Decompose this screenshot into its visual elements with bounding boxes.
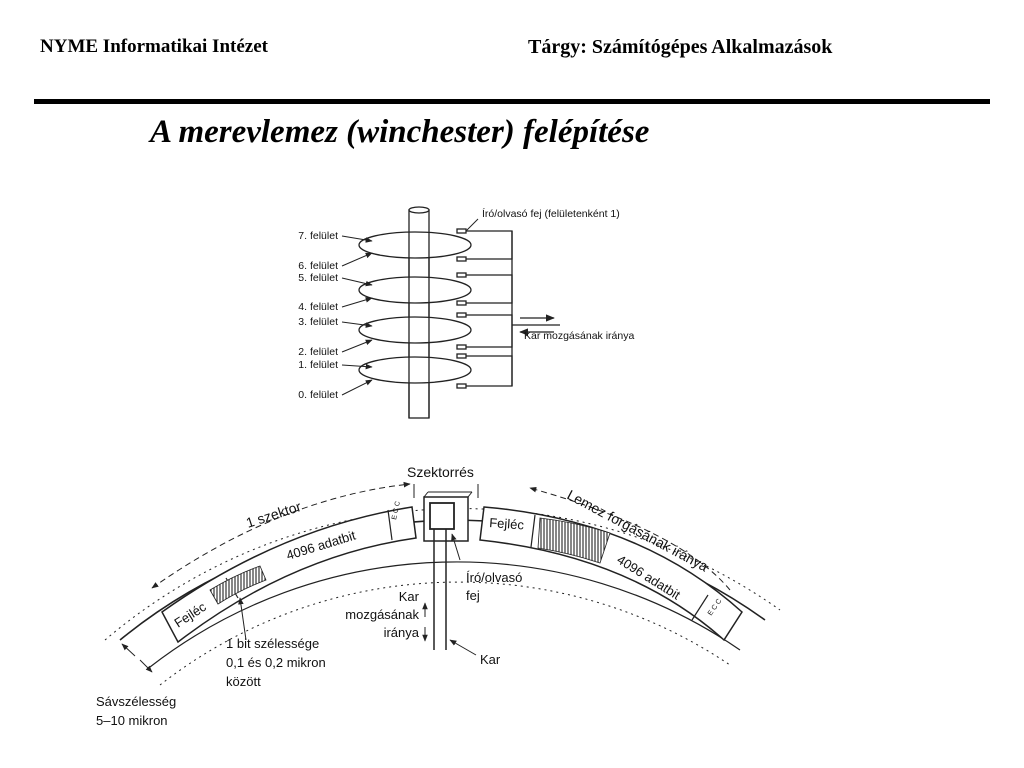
track-width-label-1: Sávszélesség [96,694,176,709]
platter [358,231,472,259]
surface-label: 2. felület [298,346,338,358]
head-label: Író/olvasó fej (felületenként 1) [482,207,620,220]
sector-right-hatch [537,517,611,564]
arm-move-label-3: iránya [384,625,420,640]
track-width-label-2: 5–10 mikron [96,713,168,728]
slide-title: A merevlemez (winchester) felépítése [150,114,650,150]
platter [358,316,472,344]
spindle-top [408,206,430,214]
surface-leaders [341,218,479,396]
rotation-arrow [529,487,731,591]
arm-direction-label: Kar mozgásának iránya [524,330,634,342]
surface-label: 5. felület [298,272,338,284]
surface-label: 1. felület [298,359,338,371]
header-right-label: Fejléc [489,515,525,532]
platter [358,356,472,384]
platter [358,276,472,304]
bit-width-label-3: között [226,674,261,689]
surface-label: 0. felület [298,389,338,401]
sector-gap-label: Szektorrés [407,464,474,480]
surface-label: 6. felület [298,260,338,272]
surface-label: 3. felület [298,316,338,328]
surface-label: 4. felület [298,301,338,313]
rw-head-label-1: Író/olvasó [466,570,522,585]
surface-label: 7. felület [298,230,338,242]
rw-head-inner [429,502,455,530]
header-divider [34,99,990,104]
arm-label: Kar [480,652,501,667]
header-subject: Tárgy: Számítógépes Alkalmazások [528,36,833,58]
track-detail [104,481,781,686]
header-institute: NYME Informatikai Intézet [40,36,268,57]
bit-width-label-1: 1 bit szélessége [226,636,319,651]
track-inner-arc [149,561,741,668]
actuator-arms [466,230,560,387]
arm-move-label-2: mozgásának [345,607,419,622]
arm-move-label-1: Kar [399,589,420,604]
bit-width-label-2: 0,1 és 0,2 mikron [226,655,326,670]
platter-stack [341,206,560,419]
ecc-left-label: E C C [391,501,402,521]
rw-head-label-2: fej [466,588,480,603]
one-sector-label: 1 szektor [244,498,303,531]
